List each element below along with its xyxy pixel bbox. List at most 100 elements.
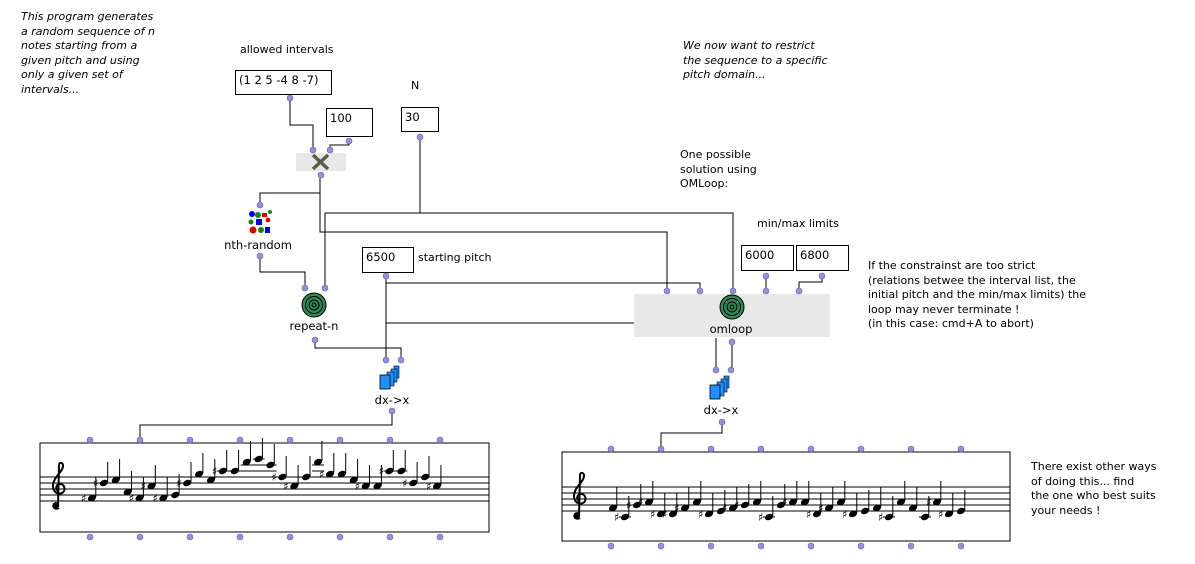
inlet-port[interactable] <box>707 445 715 453</box>
inlet-port[interactable] <box>729 287 737 295</box>
comment-intro: This program generates a random sequence… <box>21 10 155 98</box>
dx-x-box-right[interactable]: dx->x <box>703 403 739 417</box>
score-right[interactable] <box>561 451 1011 542</box>
outlet-port[interactable] <box>336 533 344 541</box>
inlet-port[interactable] <box>857 445 865 453</box>
inlet-port[interactable] <box>86 436 94 444</box>
outlet-port[interactable] <box>236 533 244 541</box>
comment-line: of doing this... find <box>1031 474 1135 488</box>
outlet-port[interactable] <box>657 542 665 550</box>
inlet-port[interactable] <box>136 436 144 444</box>
starting-pitch-box[interactable]: 6500 <box>362 247 414 273</box>
inlet-port[interactable] <box>762 287 770 295</box>
outlet-port[interactable] <box>286 94 294 102</box>
n-box[interactable]: 30 <box>401 107 439 132</box>
inlet-port[interactable] <box>727 366 735 374</box>
outlet-port[interactable] <box>286 533 294 541</box>
inlet-port[interactable] <box>696 287 704 295</box>
wire-intervals-to-multiply[interactable] <box>289 98 314 150</box>
inlet-port[interactable] <box>309 146 317 154</box>
inlet-port[interactable] <box>382 356 390 364</box>
inlet-port[interactable] <box>436 436 444 444</box>
wire-multiply-to-nth-random[interactable] <box>259 175 321 205</box>
inlet-port[interactable] <box>397 356 405 364</box>
wire-dx-x-to-score-left[interactable] <box>139 412 393 440</box>
outlet-port[interactable] <box>728 338 736 346</box>
outlet-port[interactable] <box>256 252 264 260</box>
outlet-port[interactable] <box>386 533 394 541</box>
outlet-port[interactable] <box>762 272 770 280</box>
notes-right: ♯♯♯♯♯♯♯♯♯♯♯♯♯♯♯♯♯ <box>608 481 966 524</box>
outlet-port[interactable] <box>382 272 390 280</box>
inlet-port[interactable] <box>236 436 244 444</box>
score-left[interactable] <box>39 442 490 533</box>
comment-line: notes starting from a <box>21 39 138 53</box>
outlet-port[interactable] <box>86 533 94 541</box>
note-head <box>254 455 263 463</box>
comment-line: One possible <box>680 148 751 161</box>
inlet-port[interactable] <box>795 287 803 295</box>
outlet-port[interactable] <box>136 533 144 541</box>
sharp-sign: ♯ <box>878 511 883 524</box>
outlet-port[interactable] <box>757 542 765 550</box>
dx-x-box-left[interactable]: dx->x <box>374 393 410 407</box>
inlet-port[interactable] <box>907 445 915 453</box>
wire-repeat-n-to-dx-x[interactable] <box>314 340 402 360</box>
comment-line: given pitch and using <box>21 53 140 67</box>
outlet-port[interactable] <box>807 542 815 550</box>
factor-box[interactable]: 100 <box>326 108 373 137</box>
treble-clef-icon <box>572 471 587 520</box>
outlet-port[interactable] <box>818 272 826 280</box>
intervals-list-box[interactable]: (1 2 5 -4 8 -7) <box>235 70 332 95</box>
note-head <box>87 494 97 502</box>
inlet-port[interactable] <box>321 284 329 292</box>
outlet-port[interactable] <box>907 542 915 550</box>
inlet-port[interactable] <box>663 287 671 295</box>
wire-n-to-repeat-n[interactable] <box>324 137 421 288</box>
inlet-port[interactable] <box>336 436 344 444</box>
wire-max-to-omloop[interactable] <box>798 276 823 291</box>
inlet-port[interactable] <box>301 284 309 292</box>
sharp-sign: ♯ <box>176 477 181 490</box>
inlet-port[interactable] <box>712 366 720 374</box>
note-head <box>397 467 406 475</box>
outlet-port[interactable] <box>607 542 615 550</box>
outlet-port[interactable] <box>186 533 194 541</box>
outlet-port[interactable] <box>707 542 715 550</box>
outlet-port[interactable] <box>317 171 325 179</box>
min-limit-box[interactable]: 6000 <box>741 245 794 271</box>
repeat-n-box[interactable]: repeat-n <box>289 319 339 333</box>
inlet-port[interactable] <box>757 445 765 453</box>
wire-multiply-to-omloop[interactable] <box>319 175 668 291</box>
wire-start-to-omloop[interactable] <box>386 282 701 291</box>
inlet-port[interactable] <box>607 445 615 453</box>
inlet-port[interactable] <box>807 445 815 453</box>
inlet-port[interactable] <box>326 146 334 154</box>
outlet-port[interactable] <box>388 407 396 415</box>
note-head <box>111 476 120 484</box>
comment-warning: If the constrainst are too strict (relat… <box>868 258 1086 331</box>
random-dots-icon <box>248 210 272 234</box>
nth-random-box[interactable]: nth-random <box>224 238 292 252</box>
outlet-port[interactable] <box>957 542 965 550</box>
inlet-port[interactable] <box>256 201 264 209</box>
wire-dx-x-to-score-right[interactable] <box>660 422 723 449</box>
outlet-port[interactable] <box>718 418 726 426</box>
outlet-port[interactable] <box>416 133 424 141</box>
inlet-port[interactable] <box>186 436 194 444</box>
inlet-port[interactable] <box>386 436 394 444</box>
inlet-port[interactable] <box>657 445 665 453</box>
outlet-port[interactable] <box>857 542 865 550</box>
wire-n-to-omloop[interactable] <box>420 212 734 291</box>
outlet-port[interactable] <box>436 533 444 541</box>
comment-line: OMLoop: <box>680 177 729 191</box>
max-limit-box[interactable]: 6800 <box>796 245 849 271</box>
wire-nth-random-to-repeat-n[interactable] <box>259 256 306 288</box>
outlet-port[interactable] <box>345 137 353 145</box>
outlet-port[interactable] <box>311 336 319 344</box>
inlet-port[interactable] <box>957 445 965 453</box>
note-head <box>349 476 358 484</box>
inlet-port[interactable] <box>286 436 294 444</box>
note-head <box>337 470 346 478</box>
